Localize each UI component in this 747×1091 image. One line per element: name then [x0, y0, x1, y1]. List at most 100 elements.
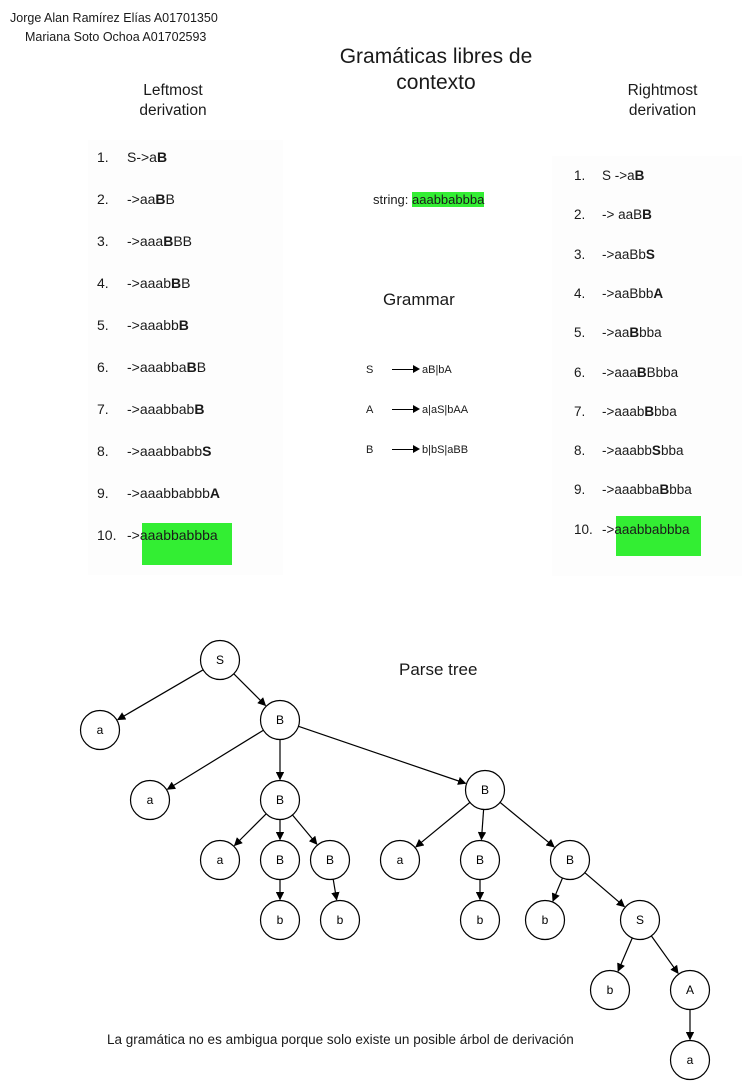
tree-edge [331, 879, 340, 901]
step-number: 3. [97, 233, 109, 249]
tree-node-circle [259, 839, 301, 881]
tree-node: A [669, 969, 711, 1011]
tree-node: b [459, 899, 501, 941]
tree-node-circle [459, 839, 501, 881]
tree-node-circle [259, 899, 301, 941]
step-text: A [209, 485, 221, 501]
derivation-step: 10.->aaabbabbba [574, 520, 689, 540]
highlight-block [616, 515, 701, 556]
step-text: ->aaabbab [127, 401, 195, 417]
tree-edge [116, 669, 204, 721]
derivation-step: 8.->aaabbSbba [574, 441, 683, 461]
step-text: ->aa [602, 325, 630, 341]
tree-node-circle [524, 899, 566, 941]
derivation-step: 1.S->aB [97, 147, 167, 167]
tree-node-circle [319, 899, 361, 941]
tree-node: a [129, 779, 171, 821]
derivation-step: 2.-> aaBB [574, 205, 652, 225]
step-number: 7. [97, 401, 109, 417]
string-value: aaabbabbba [412, 192, 485, 207]
step-text: ->aaabb [602, 443, 652, 459]
step-text: -> [127, 527, 140, 543]
step-text: -> aaB [602, 207, 643, 223]
step-text: B [634, 168, 645, 183]
tree-node-circle [259, 779, 301, 821]
step-number: 9. [574, 482, 586, 498]
tree-node: a [79, 709, 121, 751]
tree-node-label: a [97, 723, 104, 737]
tree-node: B [309, 839, 351, 881]
step-text: B [170, 275, 182, 291]
grammar-title: Grammar [383, 290, 455, 309]
tree-edge [415, 801, 471, 848]
tree-node: S [199, 639, 241, 681]
author-1: Jorge Alan Ramírez Elías A01701350 [10, 11, 218, 25]
step-number: 1. [97, 149, 109, 165]
tree-edge [233, 813, 267, 847]
tree-edge [233, 673, 267, 707]
step-number: 6. [97, 359, 109, 375]
tree-node: S [619, 899, 661, 941]
derivation-step: 9.->aaabbabbbA [97, 483, 220, 503]
rule-rhs: aB|bA [422, 364, 452, 376]
step-text: bba [654, 403, 677, 419]
tree-node-label: a [397, 853, 404, 867]
step-text: ->aaabb [127, 317, 179, 333]
derivation-step: 5.->aaBbba [574, 323, 662, 343]
derivation-step: 3.->aaBbS [574, 245, 655, 265]
tree-node: B [459, 839, 501, 881]
derivation-step: 3.->aaaBBB [97, 231, 192, 251]
step-text: Bbba [646, 364, 679, 380]
string-label: string: [373, 192, 413, 207]
rule-lhs: B [366, 444, 374, 456]
tree-edge [650, 935, 679, 975]
tree-node-label: a [687, 1053, 694, 1067]
derivation-step: 4.->aaabBB [97, 273, 190, 293]
tree-node-label: B [326, 853, 334, 867]
step-text: S [651, 443, 661, 459]
rightmost-heading: Rightmost derivation [627, 82, 698, 119]
step-number: 10. [97, 527, 117, 543]
string-line: string: aaabbabbba [373, 192, 485, 207]
tree-node-label: B [276, 713, 284, 727]
tree-node-label: B [476, 853, 484, 867]
tree-edge [298, 725, 467, 785]
step-text: -> [602, 521, 615, 537]
step-number: 10. [574, 521, 593, 537]
rule-rhs: a|aS|bAA [422, 404, 469, 416]
tree-node: a [379, 839, 421, 881]
step-text: ->aaa [602, 364, 637, 380]
tree-node-label: B [481, 783, 489, 797]
author-2: Mariana Soto Ochoa A01702593 [25, 30, 207, 44]
derivation-step: 4.->aaBbbA [574, 284, 663, 304]
rule-rhs: b|bS|aBB [422, 444, 469, 456]
parse-tree-title: Parse tree [399, 660, 478, 679]
step-number: 4. [574, 285, 586, 301]
authors: Jorge Alan Ramírez Elías A01701350 Maria… [10, 9, 218, 47]
tree-node: b [259, 899, 301, 941]
step-text: A [653, 285, 664, 301]
step-number: 2. [574, 207, 586, 223]
step-number: 7. [574, 403, 586, 419]
step-text: S ->a [602, 168, 635, 183]
step-text: B [163, 233, 174, 249]
tree-node-circle [129, 779, 171, 821]
tree-node-circle [79, 709, 121, 751]
step-number: 2. [97, 191, 109, 207]
step-number: 3. [574, 246, 586, 262]
derivation-step: 7. ->aaabbabB [97, 399, 204, 419]
step-text: B [194, 401, 205, 417]
tree-node-circle [309, 839, 351, 881]
tree-node-circle [619, 899, 661, 941]
step-number: 5. [97, 317, 109, 333]
rule-lhs: S [366, 364, 374, 376]
highlighted-string: aaabbabbba [139, 527, 218, 543]
tree-node-label: b [542, 913, 549, 927]
step-text: B [629, 325, 640, 341]
tree-edge [477, 809, 487, 841]
leftmost-heading: Leftmost derivation [139, 82, 207, 119]
